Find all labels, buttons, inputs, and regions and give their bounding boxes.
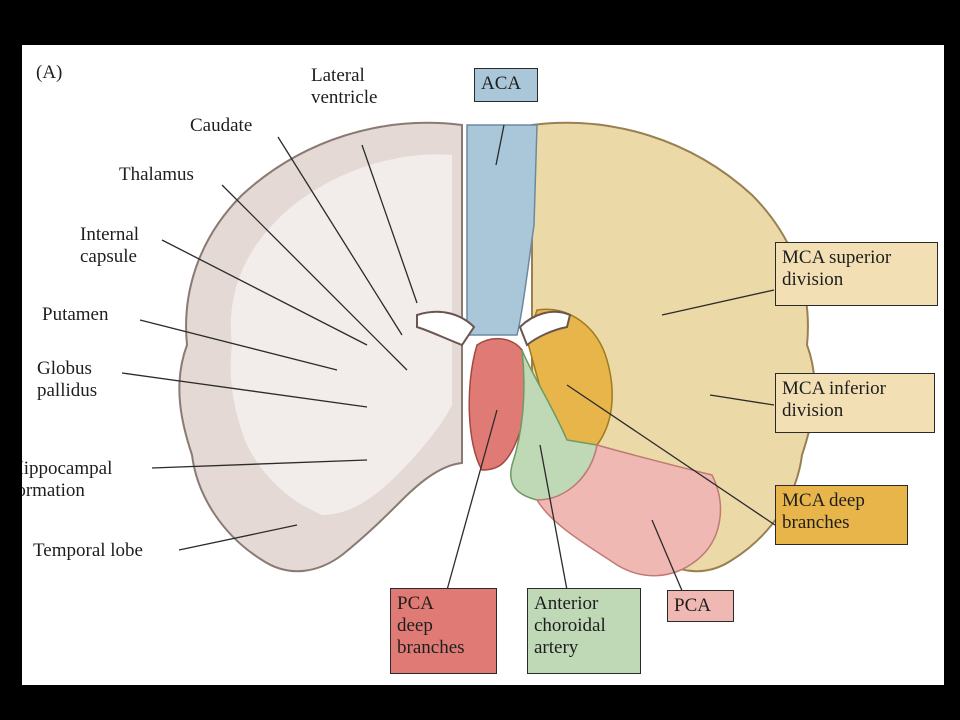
label-temporal-lobe: Temporal lobe (33, 540, 143, 561)
box-aca: ACA (474, 68, 538, 102)
brain-coronal-section (121, 121, 816, 594)
figure-panel: (A) Lateral ventricle Caudate Thalamus I… (22, 45, 944, 685)
label-lateral-ventricle: Lateral ventricle (311, 65, 378, 108)
leader-lines (121, 124, 776, 594)
pca-region (535, 444, 722, 577)
label-hippocampal-formation: Hippocampal formation (22, 458, 113, 501)
aca-region (466, 124, 538, 336)
lateral-ventricle-shape (416, 310, 476, 347)
label-internal-capsule: Internal capsule (80, 224, 140, 267)
label-putamen: Putamen (42, 304, 109, 325)
box-anterior-choroidal: Anterior choroidal artery (527, 588, 641, 674)
box-pca: PCA (667, 590, 734, 622)
box-mca-deep: MCA deep branches (775, 485, 908, 545)
panel-label: (A) (36, 62, 63, 83)
right-ventricle-shape (518, 310, 572, 347)
pca-deep-region (468, 338, 529, 471)
label-caudate: Caudate (190, 115, 253, 136)
label-thalamus: Thalamus (119, 164, 194, 185)
box-pca-deep: PCA deep branches (390, 588, 497, 674)
label-globus-pallidus: Globus pallidus (37, 358, 98, 401)
box-mca-inferior: MCA inferior division (775, 373, 935, 433)
box-mca-superior: MCA superior division (775, 242, 938, 306)
